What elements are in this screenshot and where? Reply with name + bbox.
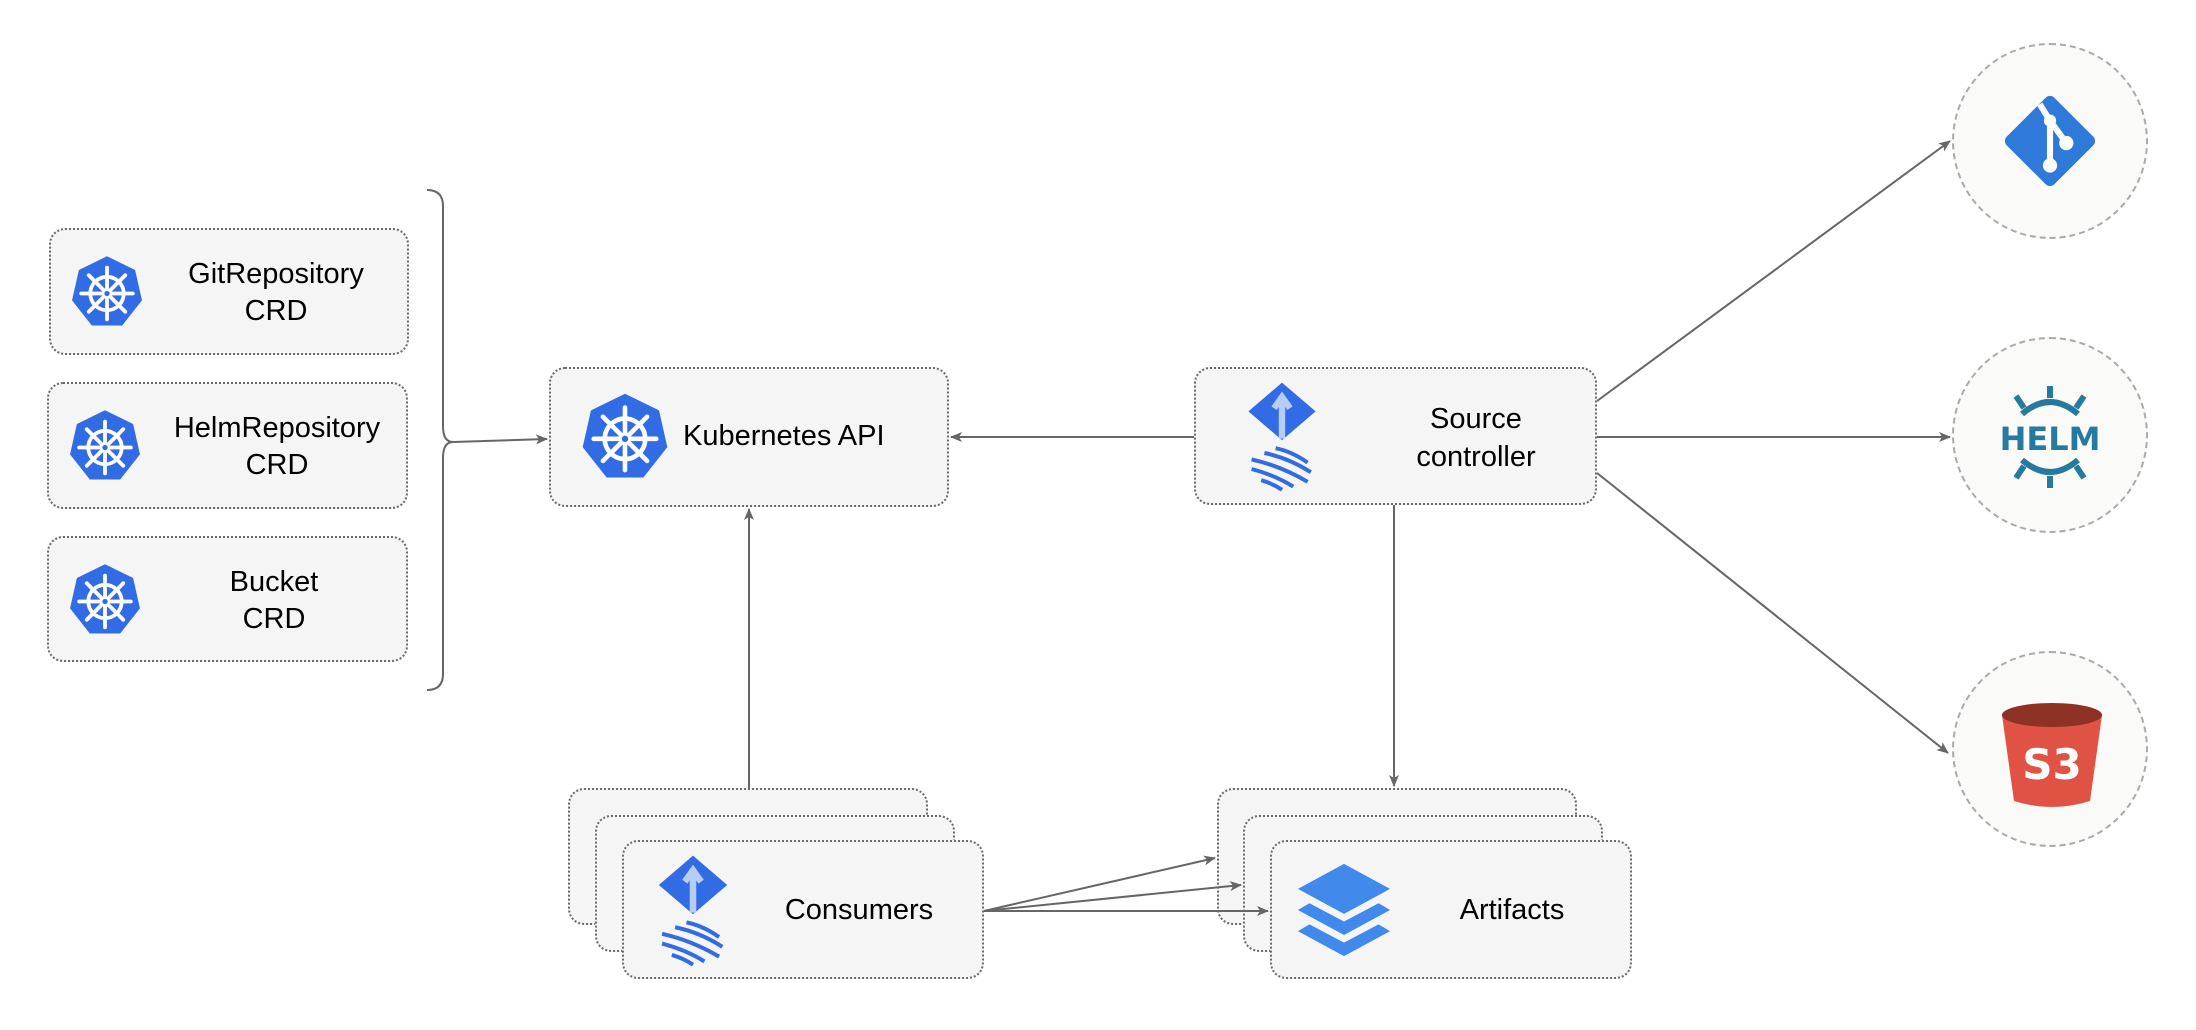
crd-name: GitRepository xyxy=(188,258,364,290)
flux-icon xyxy=(652,854,734,968)
s3-logo-text: S3 xyxy=(2022,740,2081,789)
source-controller-node[interactable]: Source controller xyxy=(1194,367,1597,505)
artifacts-node[interactable]: Artifacts xyxy=(1270,840,1632,979)
crd-kind: CRD xyxy=(245,449,309,481)
git-source[interactable] xyxy=(1952,43,2148,239)
arrow-controller-to-s3 xyxy=(1596,472,1949,754)
kubernetes-icon xyxy=(67,562,143,638)
kubernetes-icon xyxy=(67,408,143,484)
crd-gitrepository[interactable]: GitRepository CRD xyxy=(49,228,409,355)
flux-icon xyxy=(1242,381,1322,493)
helm-source[interactable]: HELM xyxy=(1952,337,2148,533)
crd-kind: CRD xyxy=(242,603,306,635)
crd-kind: CRD xyxy=(244,295,308,327)
source-controller-line1: Source xyxy=(1430,403,1522,435)
s3-source[interactable]: S3 xyxy=(1952,651,2148,847)
crd-helmrepository[interactable]: HelmRepository CRD xyxy=(47,382,408,509)
arrow-controller-to-git xyxy=(1596,140,1951,402)
artifacts-label: Artifacts xyxy=(1459,894,1565,926)
crd-name: Bucket xyxy=(229,566,319,598)
kubernetes-icon xyxy=(69,254,145,330)
crd-bracket xyxy=(426,189,454,691)
kubernetes-api-label: Kubernetes API xyxy=(683,420,885,452)
s3-bucket-icon: S3 xyxy=(2002,703,2102,807)
helm-logo-text: HELM xyxy=(2000,420,2101,458)
layers-icon xyxy=(1297,863,1391,957)
consumers-label: Consumers xyxy=(784,894,934,926)
git-icon xyxy=(2004,95,2096,187)
helm-icon: HELM xyxy=(2000,386,2101,488)
source-controller-line2: controller xyxy=(1416,441,1536,473)
kubernetes-api-node[interactable]: Kubernetes API xyxy=(549,367,949,507)
arrow-crds-to-api xyxy=(452,434,548,445)
crd-bucket[interactable]: Bucket CRD xyxy=(47,536,408,662)
crd-name: HelmRepository xyxy=(173,412,381,444)
consumers-node[interactable]: Consumers xyxy=(622,840,984,979)
kubernetes-icon xyxy=(579,391,671,483)
